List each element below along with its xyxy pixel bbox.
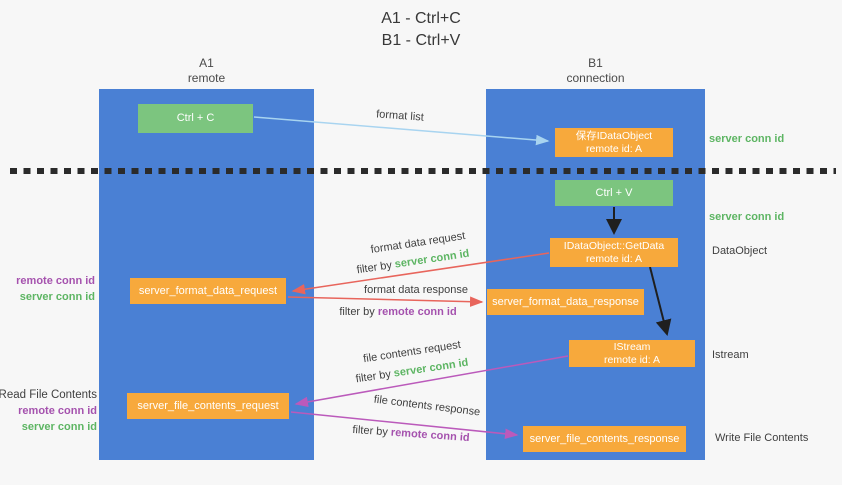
format-data-response-label: format data response: [364, 284, 468, 296]
filter-by-text: filter by: [352, 423, 389, 439]
ctrl-v-box: Ctrl + V: [555, 180, 673, 206]
title-line-1: A1 - Ctrl+C: [381, 10, 461, 27]
remote-conn-id-text: remote conn id: [390, 426, 470, 445]
getdata-line1: IDataObject::GetData: [563, 239, 665, 252]
server-conn-id-text: server conn id: [392, 356, 470, 380]
remote-conn-id-text: remote conn id: [377, 306, 457, 318]
istream-line1: IStream: [613, 340, 651, 353]
diagram-title: A1 - Ctrl+C B1 - Ctrl+V: [0, 8, 842, 52]
column-a1-id: A1: [199, 56, 214, 70]
write-file-contents-annotation: Write File Contents: [715, 432, 809, 444]
filter-by-text: filter by: [339, 306, 375, 318]
server-conn-id-text: server conn id: [393, 247, 471, 271]
filter-by-text: filter by: [355, 259, 393, 277]
remote-conn-id-annotation: remote conn id: [18, 405, 97, 417]
column-header-b1: B1 connection: [486, 56, 705, 86]
server-file-contents-response-box: server_file_contents_response: [523, 426, 686, 452]
ctrl-c-label: Ctrl + C: [176, 112, 215, 124]
server-format-data-response-box: server_format_data_response: [487, 289, 644, 315]
read-file-contents-annotation: Read File Contents: [0, 389, 97, 401]
save-dataobject-line2: remote id: A: [585, 142, 643, 155]
column-a1-name: remote: [187, 71, 226, 85]
filter-by-remote-conn-id-label-1: filter by remote conn id: [339, 306, 456, 318]
server-file-contents-request-box: server_file_contents_request: [127, 393, 289, 419]
server-conn-id-annotation: server conn id: [19, 291, 95, 303]
server-format-data-request-box: server_format_data_request: [130, 278, 286, 304]
istream-box: IStream remote id: A: [569, 340, 695, 367]
remote-conn-id-annotation: remote conn id: [16, 275, 95, 287]
istream-line2: remote id: A: [603, 353, 661, 366]
ctrl-v-label: Ctrl + V: [595, 186, 633, 199]
filter-by-remote-conn-id-label-2: filter by remote conn id: [352, 424, 470, 444]
left-file-conn-ids: Read File Contents remote conn id server…: [0, 387, 97, 435]
title-line-2: B1 - Ctrl+V: [381, 32, 461, 49]
server-conn-id-annotation: server conn id: [21, 421, 97, 433]
ctrl-c-box: Ctrl + C: [138, 104, 253, 133]
file-contents-response-label: file contents response: [373, 393, 481, 419]
column-header-a1: A1 remote: [99, 56, 314, 86]
save-dataobject-line1: 保存IDataObject: [575, 129, 653, 142]
left-format-conn-ids: remote conn id server conn id: [16, 273, 95, 305]
istream-annotation: Istream: [712, 349, 749, 361]
server-format-data-request-label: server_format_data_request: [138, 284, 278, 297]
save-dataobject-box: 保存IDataObject remote id: A: [555, 128, 673, 157]
server-conn-id-annotation-mid: server conn id: [709, 211, 785, 223]
getdata-box: IDataObject::GetData remote id: A: [550, 238, 678, 267]
column-b1-id: B1: [588, 56, 603, 70]
server-file-contents-response-label: server_file_contents_response: [529, 432, 680, 445]
server-format-data-response-label: server_format_data_response: [492, 295, 639, 308]
arrow-format-data-response: [287, 296, 484, 307]
server-conn-id-annotation-top: server conn id: [709, 133, 785, 145]
getdata-line2: remote id: A: [585, 252, 643, 265]
column-b1-name: connection: [566, 71, 625, 85]
filter-by-text: filter by: [354, 368, 392, 386]
server-file-contents-request-label: server_file_contents_request: [137, 399, 279, 412]
dataobject-annotation: DataObject: [712, 245, 768, 257]
format-list-label: format list: [375, 108, 425, 124]
